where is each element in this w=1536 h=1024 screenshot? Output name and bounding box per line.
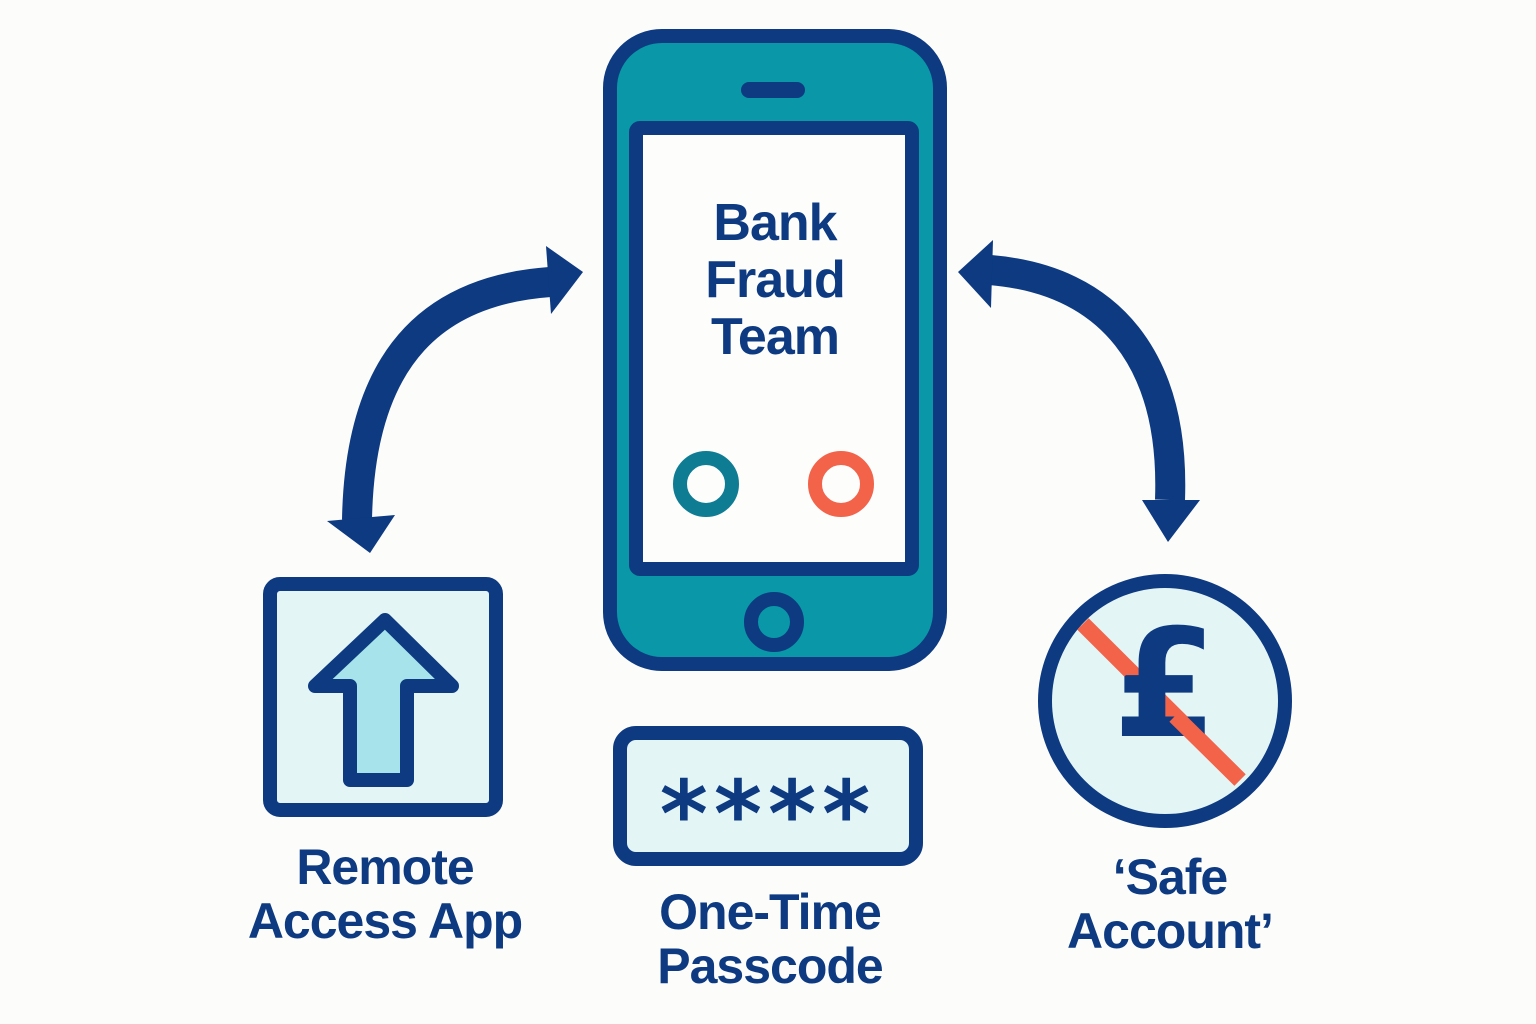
left-arrow-head-right [546,246,583,314]
password-mask-icon: **** [659,760,877,868]
safe-account-label-line-2: Account’ [1067,903,1274,959]
caller-line-3: Team [711,308,840,367]
right-arrow-shaft [988,255,1186,501]
safe-account-label: ‘Safe Account’ [1020,850,1320,958]
caller-line-1: Bank [713,194,837,252]
accept-call-button[interactable] [673,451,739,517]
left-arrow-shaft [342,267,552,521]
otp-label-line-2: Passcode [657,938,883,994]
decline-call-button[interactable] [808,451,874,517]
right-arrow-head-left [958,240,993,308]
remote-access-label-line-2: Access App [247,893,523,949]
caller-line-2: Fraud [705,251,845,310]
right-arrow-head-down [1142,500,1200,542]
caller-id-text: Bank Fraud Team [645,194,905,367]
otp-label-line-1: One-Time [659,884,882,940]
safe-account-label-line-1: ‘Safe [1112,849,1229,905]
otp-label: One-Time Passcode [600,885,940,993]
pound-symbol: £ [1112,598,1218,772]
left-double-arrow-icon [327,246,583,553]
phone-speaker [741,82,805,98]
otp-icon [613,726,923,866]
remote-access-label: Remote Access App [210,840,560,948]
otp-box [613,726,923,866]
home-button[interactable] [744,592,804,652]
phone-icon [603,29,947,671]
right-double-arrow-icon [958,240,1200,542]
upload-arrow-icon [308,613,459,787]
left-arrow-head-down [327,515,395,553]
remote-access-label-line-1: Remote [296,839,474,895]
remote-access-icon [263,577,503,817]
